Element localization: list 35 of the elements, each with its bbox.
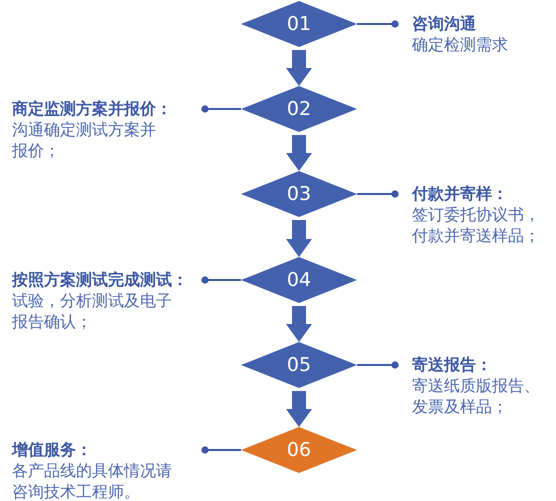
arrow xyxy=(286,50,312,86)
arrow xyxy=(286,306,312,342)
leader-line xyxy=(357,361,399,369)
step-number: 06 xyxy=(286,438,312,462)
step-diamond xyxy=(241,257,357,303)
leader-line xyxy=(201,276,241,284)
leader-line xyxy=(357,20,399,28)
step-number: 04 xyxy=(286,268,312,292)
arrow xyxy=(286,135,312,171)
step-description: 签订委托协议书，付款并寄送样品； xyxy=(412,204,541,246)
step-heading: 寄送报告： xyxy=(412,354,492,375)
step-description: 寄送纸质版报告、发票及样品； xyxy=(412,375,541,417)
step-heading: 付款并寄样： xyxy=(412,183,508,204)
arrow xyxy=(286,391,312,427)
step-description: 试验，分析测试及电子报告确认； xyxy=(12,290,173,332)
step-description: 确定检测需求 xyxy=(412,34,509,55)
step-diamond xyxy=(241,427,357,473)
step-heading: 咨询沟通 xyxy=(412,13,476,34)
step-number: 02 xyxy=(286,97,312,121)
step-number: 01 xyxy=(286,12,312,36)
leader-line xyxy=(357,190,399,198)
step-heading: 增值服务： xyxy=(12,439,92,460)
step-heading: 商定监测方案并报价： xyxy=(12,98,172,119)
step-description: 沟通确定测试方案并报价； xyxy=(12,119,157,161)
step-diamond xyxy=(241,171,357,217)
leader-line xyxy=(201,446,241,454)
step-description: 各产品线的具体情况请咨询技术工程师。 xyxy=(12,460,173,501)
arrow xyxy=(286,220,312,257)
step-diamond xyxy=(241,1,357,47)
step-diamond xyxy=(241,342,357,388)
leader-line xyxy=(201,105,241,113)
step-number: 05 xyxy=(286,353,312,377)
step-diamond xyxy=(241,86,357,132)
step-number: 03 xyxy=(286,182,312,206)
step-heading: 按照方案测试完成测试： xyxy=(12,269,188,290)
